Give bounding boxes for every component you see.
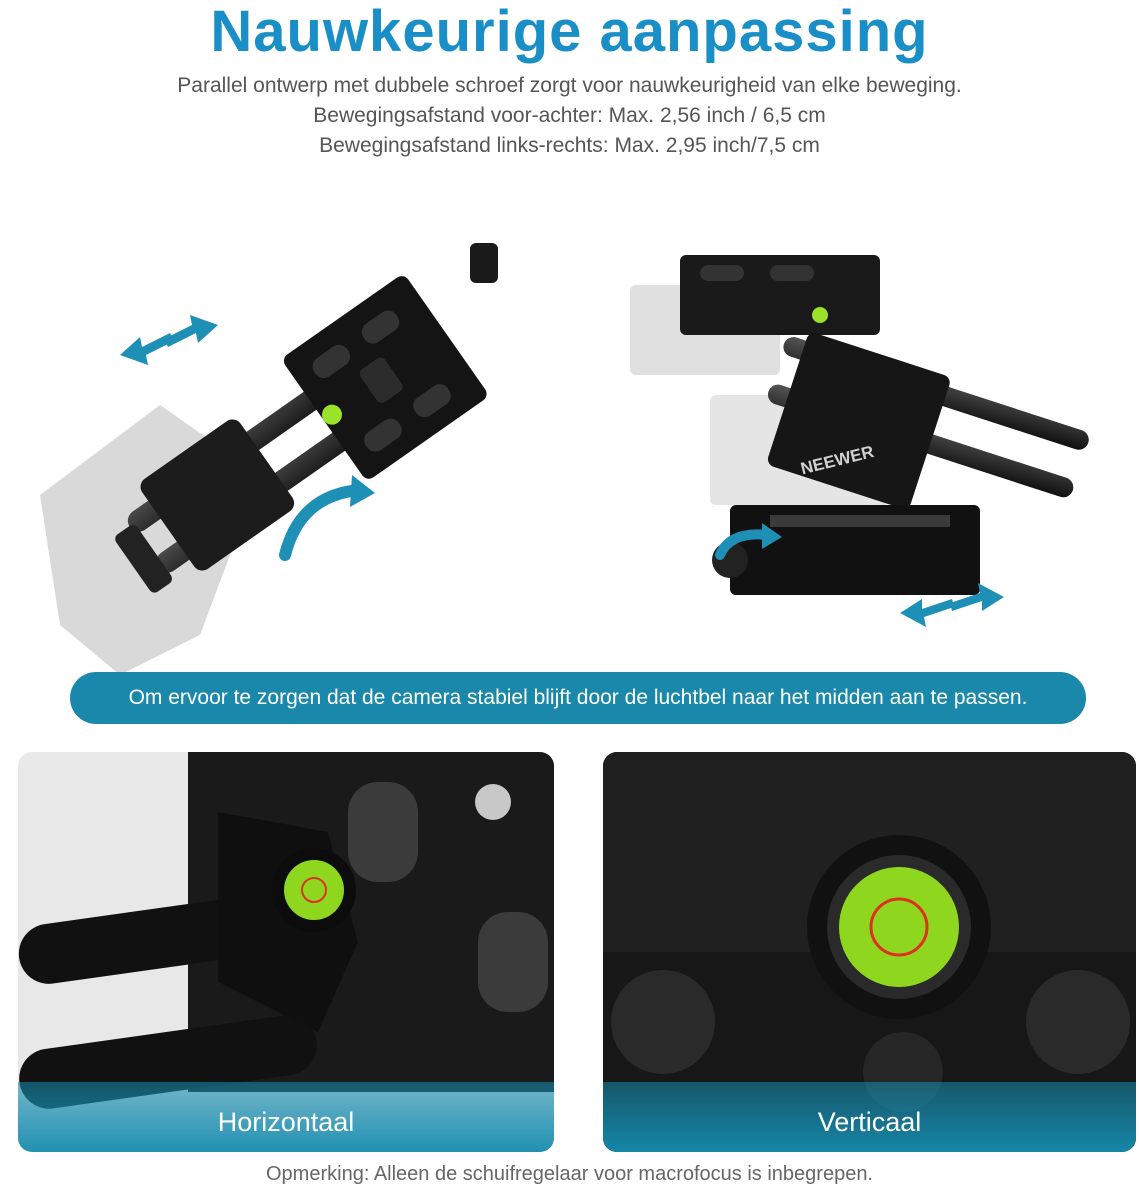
description-line-3: Bewegingsafstand links-rechts: Max. 2,95… <box>319 134 820 157</box>
rotate-arrow-icon <box>715 529 773 560</box>
description-line-1: Parallel ontwerp met dubbele schroef zor… <box>177 74 962 97</box>
vertical-level-panel: Verticaal <box>603 752 1136 1152</box>
panel-label-horizontal: Horizontaal <box>18 1082 554 1152</box>
slider-product-left-image <box>40 243 498 675</box>
info-banner: Om ervoor te zorgen dat de camera stabie… <box>70 672 1086 724</box>
panel-label-vertical: Verticaal <box>603 1082 1136 1152</box>
move-direction-arrow-icon <box>120 315 218 365</box>
rotate-arrow-icon <box>279 484 366 561</box>
horizontal-level-panel: Horizontaal <box>18 752 554 1152</box>
page-title: Nauwkeurige aanpassing <box>210 0 929 64</box>
footer-note: Opmerking: Alleen de schuifregelaar voor… <box>266 1163 873 1185</box>
move-direction-arrow-icon <box>900 583 1004 627</box>
description-line-2: Bewegingsafstand voor-achter: Max. 2,56 … <box>313 104 826 127</box>
slider-product-right-image: NEEWER <box>630 255 1089 627</box>
horizontal-bubble-level-image <box>18 752 554 1109</box>
